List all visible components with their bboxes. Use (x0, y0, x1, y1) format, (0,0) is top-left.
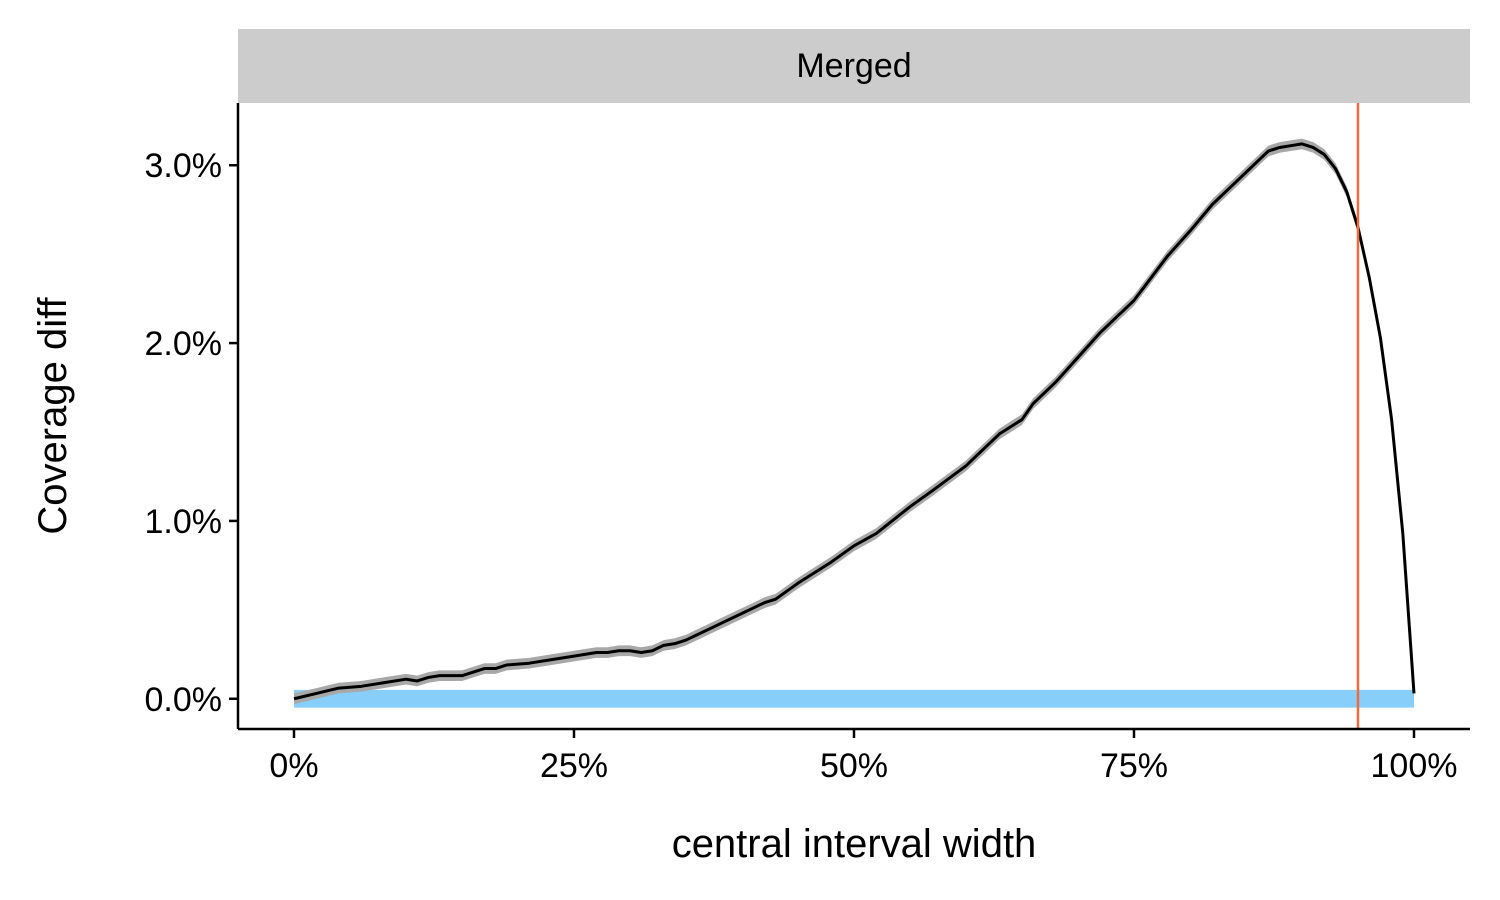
x-tick-label: 0% (269, 747, 318, 785)
y-tick-label: 2.0% (145, 325, 223, 363)
coverage-diff-line (293, 142, 1416, 701)
x-tick-label: 50% (820, 747, 888, 785)
y-tick-label: 1.0% (145, 503, 223, 541)
axes: 0% 25% 50% 75% 100% 0.0% 1.0% 2.0% 3.0% (145, 103, 1470, 785)
reference-band (294, 689, 1414, 708)
y-axis-title: Coverage diff (31, 297, 75, 535)
facet-strip: Merged (238, 29, 1470, 103)
y-tick-label: 3.0% (145, 147, 223, 185)
facet-strip-background (238, 29, 1470, 103)
x-tick-label: 75% (1100, 747, 1168, 785)
y-tick-label: 0.0% (145, 681, 223, 719)
plot-panel (293, 103, 1416, 729)
x-axis-title: central interval width (672, 822, 1037, 866)
x-tick-label: 25% (540, 747, 608, 785)
x-tick-label: 100% (1371, 747, 1458, 785)
confidence-ribbon (294, 138, 1414, 705)
facet-strip-label: Merged (796, 47, 911, 85)
